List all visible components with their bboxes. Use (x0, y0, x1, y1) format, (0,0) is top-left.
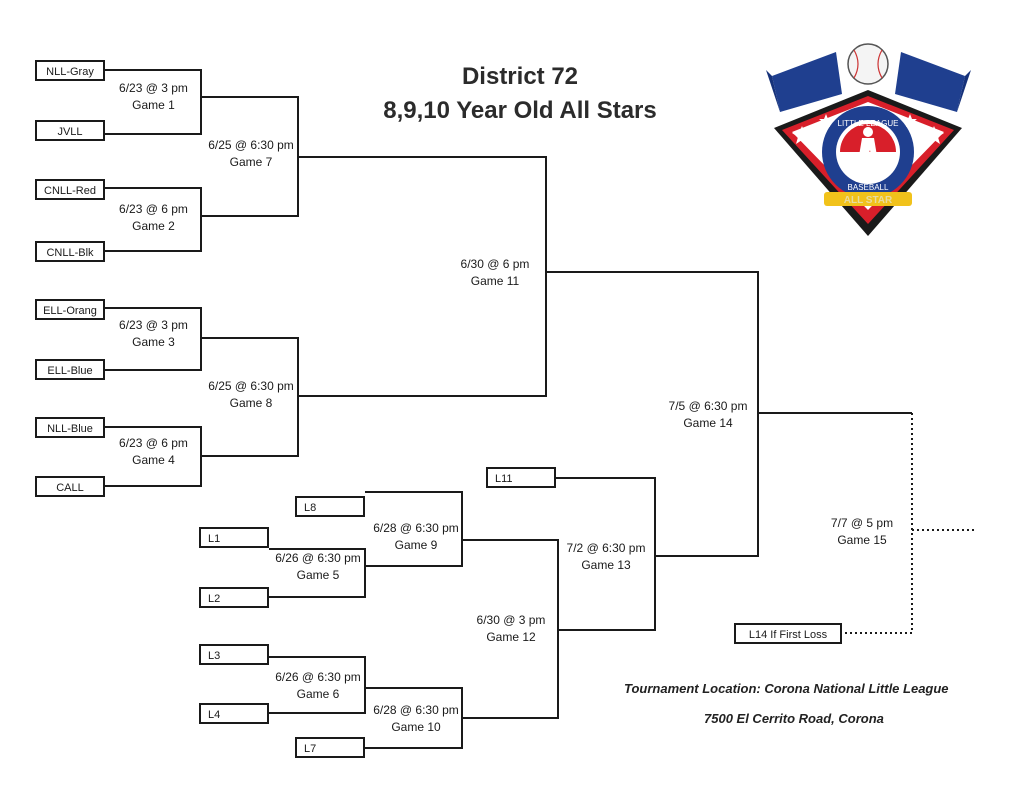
game-2-name: Game 2 (132, 219, 175, 233)
game-2-label: 6/23 @ 6 pm Game 2 (106, 201, 201, 235)
tournament-location: Tournament Location: Corona National Lit… (624, 681, 949, 696)
game-5-time: 6/26 @ 6:30 pm (275, 551, 361, 565)
title-division: 8,9,10 Year Old All Stars (383, 97, 657, 124)
game-7-time: 6/25 @ 6:30 pm (208, 138, 294, 152)
game-13-label: 7/2 @ 6:30 pm Game 13 (556, 540, 656, 574)
game-14-time: 7/5 @ 6:30 pm (668, 399, 748, 413)
game-11-name: Game 11 (470, 274, 520, 288)
game-4-label: 6/23 @ 6 pm Game 4 (106, 435, 201, 469)
game-12-name: Game 12 (486, 630, 536, 644)
team-l1: L1 (199, 527, 269, 548)
game-3-time: 6/23 @ 3 pm (119, 318, 188, 332)
game-9-name: Game 9 (394, 538, 438, 552)
game-9-time: 6/28 @ 6:30 pm (373, 521, 459, 535)
game-7-name: Game 7 (229, 155, 273, 169)
game-7-label: 6/25 @ 6:30 pm Game 7 (198, 137, 304, 171)
team-l7: L7 (295, 737, 365, 758)
game-1-name: Game 1 (132, 98, 175, 112)
logo-ring-text: LITTLE LEAGUE (838, 119, 899, 128)
game-11-time: 6/30 @ 6 pm (460, 257, 530, 271)
game-6-label: 6/26 @ 6:30 pm Game 6 (268, 669, 368, 703)
game-13-name: Game 13 (581, 558, 631, 572)
team-l14-if-first-loss: L14 If First Loss (734, 623, 842, 644)
game-1-label: 6/23 @ 3 pm Game 1 (106, 80, 201, 114)
game-12-time: 6/30 @ 3 pm (476, 613, 546, 627)
game-3-name: Game 3 (132, 335, 175, 349)
game-14-name: Game 14 (683, 416, 733, 430)
team-ell-orang: ELL-Orang (35, 299, 105, 320)
game-4-time: 6/23 @ 6 pm (119, 436, 188, 450)
game-8-name: Game 8 (229, 396, 273, 410)
game-10-label: 6/28 @ 6:30 pm Game 10 (366, 702, 466, 736)
title-district: District 72 (461, 63, 579, 90)
game-12-label: 6/30 @ 3 pm Game 12 (465, 612, 557, 646)
game-14-label: 7/5 @ 6:30 pm Game 14 (654, 398, 762, 432)
game-1-time: 6/23 @ 3 pm (119, 81, 188, 95)
team-cnll-blk: CNLL-Blk (35, 241, 105, 262)
game-6-time: 6/26 @ 6:30 pm (275, 670, 361, 684)
team-l3: L3 (199, 644, 269, 665)
game-15-label: 7/7 @ 5 pm Game 15 (816, 515, 908, 549)
logo-bottom-text: BASEBALL (848, 183, 889, 192)
game-13-time: 7/2 @ 6:30 pm (566, 541, 646, 555)
tournament-address: 7500 El Cerrito Road, Corona (704, 711, 884, 726)
team-l11: L11 (486, 467, 556, 488)
game-10-time: 6/28 @ 6:30 pm (373, 703, 459, 717)
game-15-time: 7/7 @ 5 pm (830, 516, 894, 530)
little-league-all-star-logo: ALL STAR LITTLE LEAGUE BASEBALL (766, 43, 971, 236)
game-11-label: 6/30 @ 6 pm Game 11 (440, 256, 550, 290)
page-title: District 72 8,9,10 Year Old All Stars (360, 60, 680, 128)
team-l2: L2 (199, 587, 269, 608)
game-10-name: Game 10 (391, 720, 441, 734)
team-ell-blue: ELL-Blue (35, 359, 105, 380)
game-9-label: 6/28 @ 6:30 pm Game 9 (366, 520, 466, 554)
game-5-label: 6/26 @ 6:30 pm Game 5 (268, 550, 368, 584)
game-8-label: 6/25 @ 6:30 pm Game 8 (198, 378, 304, 412)
team-cnll-red: CNLL-Red (35, 179, 105, 200)
game-3-label: 6/23 @ 3 pm Game 3 (106, 317, 201, 351)
team-jvll: JVLL (35, 120, 105, 141)
team-l8: L8 (295, 496, 365, 517)
logo-banner-text: ALL STAR (844, 195, 893, 206)
team-call: CALL (35, 476, 105, 497)
game-2-time: 6/23 @ 6 pm (119, 202, 188, 216)
game-4-name: Game 4 (132, 453, 175, 467)
team-nll-blue: NLL-Blue (35, 417, 105, 438)
team-nll-gray: NLL-Gray (35, 60, 105, 81)
game-8-time: 6/25 @ 6:30 pm (208, 379, 294, 393)
game-6-name: Game 6 (296, 687, 340, 701)
team-l4: L4 (199, 703, 269, 724)
game-15-name: Game 15 (837, 533, 887, 547)
game-5-name: Game 5 (296, 568, 340, 582)
